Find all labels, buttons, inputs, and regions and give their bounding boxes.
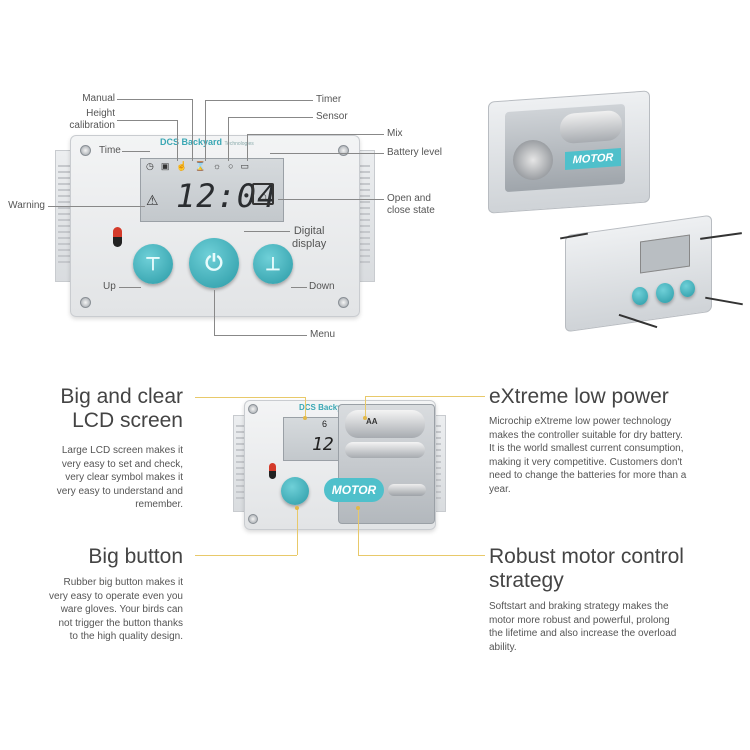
brand-label: DCS Backyard Technologies (160, 137, 254, 147)
label-menu: Menu (310, 329, 336, 340)
callout-dot (363, 416, 367, 420)
label-time: Time (99, 145, 121, 156)
right-ribs (431, 425, 441, 500)
calibration-icon: ▣ (160, 161, 177, 171)
screw-icon (338, 297, 349, 308)
lcd-icon-row: ◷▣☝⌛☼○▭ (146, 161, 256, 172)
feature-lcd-title: Big and clear LCD screen (60, 385, 183, 432)
timer-icon: ⌛ (194, 161, 213, 171)
callout-line (195, 397, 305, 398)
feature-lcd-text: Large LCD screen makes it very easy to s… (56, 445, 183, 510)
inner-button (281, 477, 309, 505)
leader-line (228, 117, 229, 161)
label-up: Up (103, 281, 116, 292)
battery-cell (345, 442, 425, 458)
leader-line (247, 134, 384, 135)
label-manual: Manual (82, 93, 115, 104)
label-open-close-state: Open and close state (387, 193, 435, 216)
callout-line (365, 396, 485, 397)
leader-line (244, 231, 290, 232)
leader-line (270, 153, 384, 154)
screw-icon (80, 297, 91, 308)
leader-line (122, 151, 150, 152)
sun-icon: ☼ (212, 161, 229, 171)
feature-motor-title: Robust motor control strategy (489, 545, 684, 592)
battery-cylinder (560, 109, 622, 145)
leader-line (214, 290, 215, 335)
battery-icon: ▭ (240, 161, 257, 171)
mounted-button (656, 283, 674, 303)
up-button[interactable]: ⊤ (133, 244, 173, 284)
label-battery-level: Battery level (387, 147, 443, 158)
door-state-icon: ⌂ (252, 183, 274, 205)
callout-line (305, 397, 306, 418)
feature-button-title: Big button (88, 545, 183, 568)
battery-cell (345, 410, 425, 438)
leader-line (291, 287, 307, 288)
label-digital-display: Digital display (292, 225, 327, 250)
callout-line (358, 555, 485, 556)
label-timer: Timer (316, 94, 342, 105)
leader-line (214, 335, 307, 336)
mounted-button (632, 287, 648, 305)
callout-dot (356, 506, 360, 510)
leader-line (119, 287, 141, 288)
leader-line (192, 99, 193, 161)
inner-brand: DCS Backyard (299, 403, 355, 412)
lcd-screen (140, 158, 284, 222)
callout-line (365, 396, 366, 418)
screw-icon (248, 404, 258, 414)
callout-line (358, 508, 359, 555)
leader-line (205, 100, 313, 101)
mix-icon: ○ (228, 161, 241, 171)
callout-line (195, 555, 297, 556)
leader-line (278, 199, 384, 200)
callout-dot (295, 506, 299, 510)
leader-line (117, 120, 177, 121)
clock-icon: ◷ (146, 161, 161, 171)
feature-motor-text: Softstart and braking strategy makes the… (489, 601, 677, 653)
status-led (113, 227, 122, 247)
leader-line (228, 117, 313, 118)
feature-power-text: Microchip eXtreme low power technology m… (489, 416, 687, 495)
callout-line (297, 508, 298, 555)
mounted-button (680, 280, 695, 297)
status-led (269, 463, 276, 479)
brand-name: DCS Backyard (160, 137, 223, 147)
screw-icon (80, 145, 91, 156)
label-warning: Warning (8, 200, 45, 211)
label-mix: Mix (387, 128, 403, 139)
feature-button-text: Rubber big button makes it very easy to … (49, 577, 183, 642)
screw-icon (338, 145, 349, 156)
left-ribs (58, 165, 72, 265)
motor-shaft (388, 484, 426, 496)
feature-power-title: eXtreme low power (489, 385, 669, 408)
down-button[interactable]: ⊥ (253, 244, 293, 284)
leader-line (117, 99, 192, 100)
warning-icon: ⚠ (146, 192, 159, 208)
brand-sub: Technologies (224, 141, 254, 147)
screw-icon (248, 514, 258, 524)
leader-line (247, 134, 248, 161)
inner-motor-label: MOTOR (324, 478, 384, 502)
label-down: Down (309, 281, 335, 292)
label-height-calibration: Height calibration (69, 108, 115, 131)
leader-line (205, 100, 206, 161)
leader-line (48, 206, 145, 207)
inner-lcd-time: 12 (312, 434, 334, 455)
motor-gear (513, 140, 553, 180)
menu-button[interactable]: ⏻ (189, 238, 239, 288)
callout-dot (303, 416, 307, 420)
leader-line (177, 120, 178, 161)
battery-label: AA (366, 417, 378, 426)
left-ribs (236, 425, 246, 500)
label-sensor: Sensor (316, 111, 348, 122)
inner-lcd-digit: 6 (322, 419, 328, 429)
hand-icon: ☝ (176, 161, 195, 171)
